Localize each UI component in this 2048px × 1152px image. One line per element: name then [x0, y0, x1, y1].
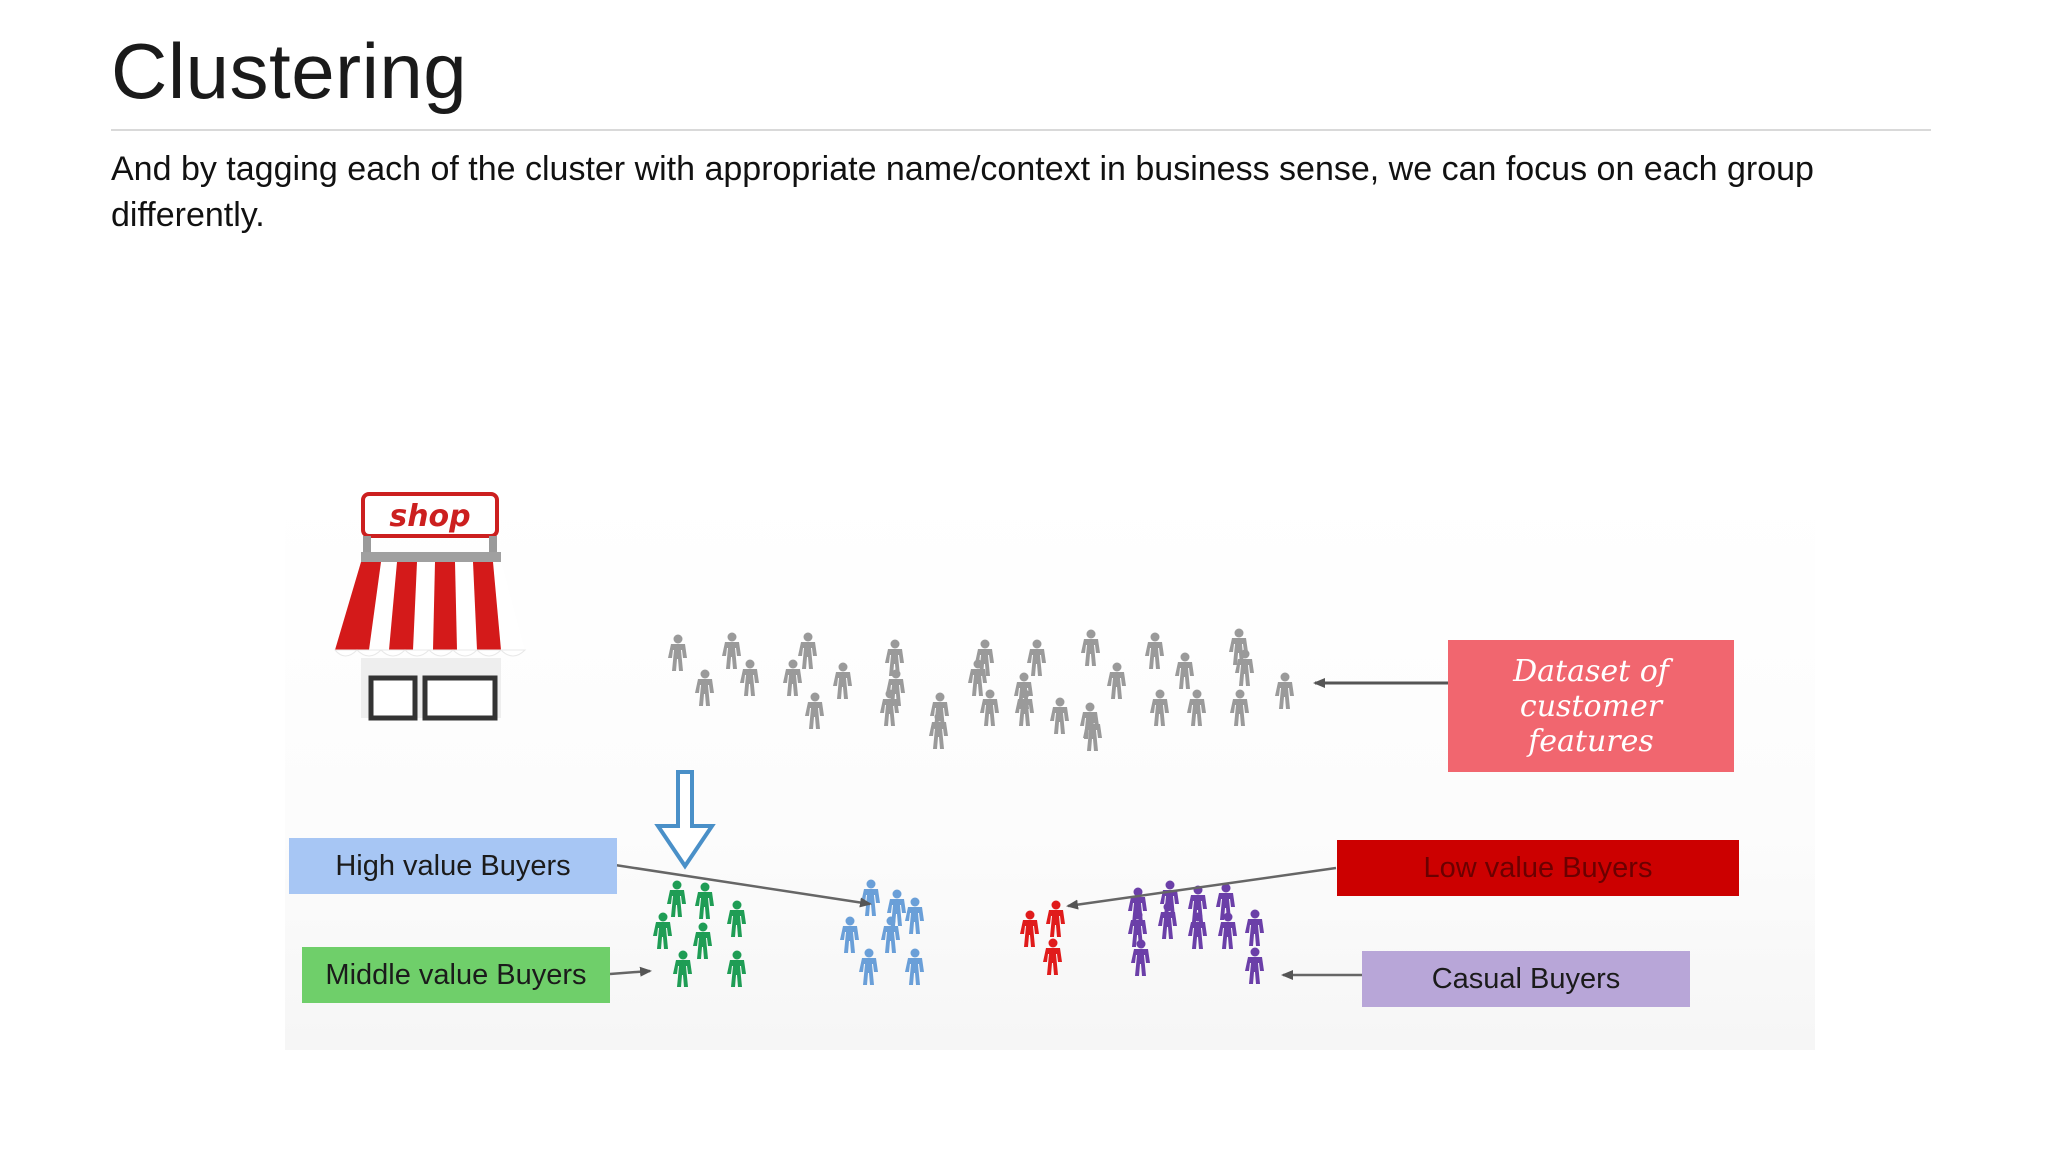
person-icon [1245, 909, 1264, 946]
down-arrow-icon [654, 770, 716, 870]
person-icon [1107, 662, 1126, 699]
person-icon [1175, 652, 1194, 689]
low-value-cluster [1020, 900, 1065, 975]
person-icon [905, 948, 924, 985]
casual-cluster [1128, 880, 1264, 984]
person-icon [673, 950, 692, 987]
middle-value-cluster [653, 880, 746, 987]
person-icon [740, 659, 759, 696]
person-icon [727, 900, 746, 937]
person-icon [1187, 689, 1206, 726]
middle-value-pointer [609, 966, 652, 977]
person-icon [653, 912, 672, 949]
high-value-cluster [840, 879, 924, 985]
person-icon [881, 916, 900, 953]
person-icon [798, 632, 817, 669]
high-value-pointer [614, 863, 872, 908]
person-icon [1235, 649, 1254, 686]
person-icon [1275, 672, 1294, 709]
clustering-diagram: shop [333, 492, 1448, 987]
person-icon [1081, 629, 1100, 666]
person-icon [695, 882, 714, 919]
unclustered-customers [668, 628, 1294, 751]
person-icon [968, 659, 987, 696]
person-icon [783, 659, 802, 696]
shop-sign-text: shop [389, 499, 470, 534]
person-icon [1188, 912, 1207, 949]
person-icon [668, 634, 687, 671]
person-icon [1020, 910, 1039, 947]
shop-icon: shop [333, 492, 527, 721]
person-icon [1150, 689, 1169, 726]
person-icon [1145, 632, 1164, 669]
person-icon [693, 922, 712, 959]
person-icon [1027, 639, 1046, 676]
person-icon [833, 662, 852, 699]
person-icon [1245, 947, 1264, 984]
low-value-label: Low value Buyers [1337, 840, 1739, 896]
dataset-label: Dataset of customer features [1448, 640, 1734, 772]
person-icon [805, 692, 824, 729]
person-icon [695, 669, 714, 706]
casual-label: Casual Buyers [1362, 951, 1690, 1007]
title-divider [111, 129, 1931, 131]
person-icon [840, 916, 859, 953]
person-icon [1160, 880, 1179, 917]
low-value-pointer [1066, 866, 1337, 910]
person-icon [1043, 938, 1062, 975]
person-icon [1230, 689, 1249, 726]
slide-title: Clustering [111, 27, 468, 115]
slide-body-text: And by tagging each of the cluster with … [111, 150, 1814, 234]
person-icon [1050, 697, 1069, 734]
person-icon [1046, 900, 1065, 937]
person-icon [667, 880, 686, 917]
person-icon [727, 950, 746, 987]
person-icon [859, 948, 878, 985]
high-value-label: High value Buyers [289, 838, 617, 894]
middle-value-label: Middle value Buyers [302, 947, 610, 1003]
person-icon [929, 712, 948, 749]
person-icon [861, 879, 880, 916]
person-icon [905, 897, 924, 934]
person-icon [722, 632, 741, 669]
person-icon [1158, 902, 1177, 939]
